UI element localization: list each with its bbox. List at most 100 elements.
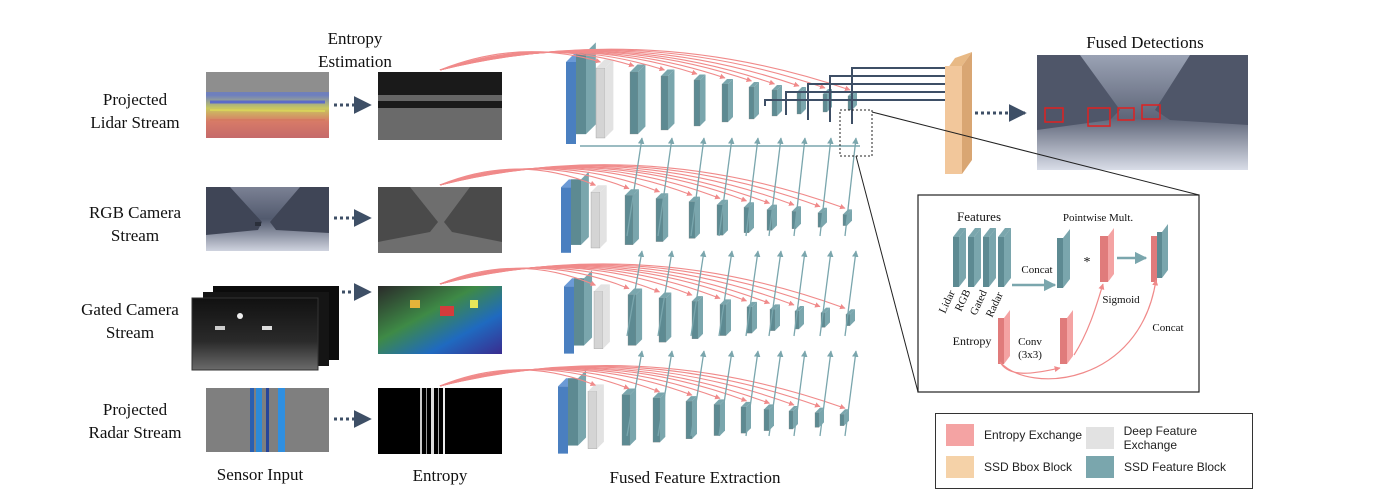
rgb-stream-label: RGB Camera Stream: [60, 201, 210, 247]
gated-stream-label: Gated Camera Stream: [55, 298, 205, 344]
entropy-arc-r2-10: [439, 263, 846, 310]
inset-pointwise-mult-label: Pointwise Mult.: [1063, 212, 1134, 224]
legend: Entropy Exchange Deep Feature Exchange S…: [935, 413, 1253, 489]
inset-sigmoid-label: Sigmoid: [1102, 294, 1140, 306]
entropy-estimation-label: Entropy Estimation: [295, 27, 415, 73]
deep-link-r1-5: [718, 250, 735, 337]
legend-label-ssd-bbox-block: SSD Bbox Block: [984, 460, 1073, 474]
sensor-input-label: Sensor Input: [216, 465, 304, 484]
feature-block-r3-0: [558, 370, 587, 454]
inset-concat2-label: Concat: [1152, 322, 1183, 334]
deep-link-r1-4: [690, 250, 707, 337]
gated-stream-label-line1: Gated Camera: [81, 300, 179, 319]
feature-block-r1-5: [716, 199, 728, 236]
inset-conv-label: Conv: [1018, 336, 1042, 348]
feature-block-r0-5: [721, 79, 733, 123]
stack-row-2: [564, 270, 855, 354]
feature-block-r0-4: [693, 74, 706, 127]
feature-block-r0-1: [595, 59, 614, 139]
legend-ssd-bbox-block: SSD Bbox Block: [946, 456, 1072, 478]
deep-link-r1-8: [793, 250, 808, 337]
feature-block-r3-2: [621, 388, 637, 446]
deep-link-r0-5: [718, 137, 735, 237]
legend-label-ssd-feature-block: SSD Feature Block: [1124, 460, 1227, 474]
legend-swatch-entropy-exchange: [946, 424, 974, 446]
feature-block-r1-3: [655, 193, 669, 242]
radar-stream-label-line1: Projected: [102, 400, 168, 419]
deep-link-r1-3: [657, 250, 675, 337]
inset-conv-kernel-label: (3x3): [1018, 349, 1042, 361]
deep-link-r0-4: [690, 137, 707, 237]
rgb-camera-input-image: [206, 187, 329, 251]
deep-link-r2-10: [844, 350, 859, 437]
deep-link-r0-10: [844, 137, 859, 237]
deep-link-r2-4: [690, 350, 707, 437]
legend-deep-feature-exchange: Deep Feature Exchange: [1086, 424, 1252, 452]
fused-feature-extraction-label: Fused Feature Extraction: [609, 468, 781, 487]
feature-block-r1-4: [688, 196, 700, 239]
feature-extraction-stacks: [558, 42, 857, 454]
deep-link-r2-2: [626, 350, 645, 437]
feature-block-r1-1: [590, 185, 607, 249]
lidar-stream-label: Projected Lidar Stream: [60, 88, 210, 134]
inset-output-block: [1151, 224, 1168, 282]
feature-block-r1-9: [817, 207, 827, 228]
lidar-stream-label-line1: Projected: [102, 90, 168, 109]
deep-link-r0-3: [657, 137, 675, 237]
feature-block-r1-2: [624, 189, 639, 245]
dashed-arrows-to-entropy: [334, 96, 372, 428]
deep-link-r1-7: [768, 250, 784, 337]
ssd-bbox-block: [945, 52, 972, 174]
feature-block-r1-6: [743, 202, 754, 233]
gated-camera-input-image: [191, 286, 339, 371]
skip-connections: [764, 67, 947, 124]
inset-mult-symbol: *: [1084, 255, 1091, 270]
entropy-arc-r1-10: [439, 164, 846, 210]
legend-label-entropy-exchange: Entropy Exchange: [984, 428, 1083, 442]
stack-row-1: [561, 171, 852, 253]
deep-link-r2-3: [657, 350, 675, 437]
zoom-region: [839, 109, 873, 157]
entropy-label: Entropy: [412, 466, 468, 485]
legend-swatch-deep-feature-exchange: [1086, 427, 1114, 449]
deep-link-r1-6: [745, 250, 761, 337]
lidar-stream-label-line2: Lidar Stream: [90, 113, 180, 132]
radar-entropy-image: [378, 388, 502, 454]
feature-block-r0-6: [748, 82, 759, 120]
rgb-entropy-image: [378, 187, 502, 253]
zoom-line-top: [871, 111, 1200, 196]
lidar-input-image: [206, 72, 329, 138]
feature-block-r2-3: [658, 292, 672, 343]
deep-link-r2-8: [793, 350, 808, 437]
rgb-stream-label-line2: Stream: [110, 226, 160, 245]
inset-feature-blocks: [953, 228, 1011, 287]
legend-entropy-exchange: Entropy Exchange: [946, 424, 1082, 446]
deep-link-r0-2: [626, 137, 645, 237]
deep-link-r0-7: [768, 137, 784, 237]
deep-link-r2-7: [768, 350, 784, 437]
legend-swatch-ssd-bbox-block: [946, 456, 974, 478]
legend-swatch-ssd-feature-block: [1086, 456, 1114, 478]
feature-block-r0-3: [660, 69, 675, 131]
rgb-stream-label-line1: RGB Camera: [88, 203, 182, 222]
feature-block-r2-4: [691, 296, 703, 340]
entropy-arc-r0-1: [439, 51, 602, 71]
inset-entropy-label: Entropy: [953, 334, 992, 348]
feature-block-r3-3: [652, 392, 666, 443]
radar-input-image: [206, 388, 329, 452]
feature-block-r0-0: [566, 42, 596, 144]
deep-feature-exchange-arrows: [580, 137, 860, 437]
radar-stream-label-line2: Radar Stream: [88, 423, 182, 442]
entropy-exchange-arrows: [439, 48, 851, 410]
zoom-line-bottom: [855, 155, 919, 393]
inset-concat-block: [1057, 229, 1070, 288]
fused-detections-label: Fused Detections: [1086, 33, 1204, 52]
feature-block-r2-5: [719, 299, 731, 336]
feature-block-r2-0: [564, 270, 593, 354]
deep-link-r2-9: [819, 350, 834, 437]
deep-link-r1-2: [626, 250, 645, 337]
deep-link-r2-6: [745, 350, 761, 437]
entropy-estimation-line1: Entropy: [327, 29, 383, 48]
fused-detections-image: [1037, 55, 1248, 170]
feature-block-r1-7: [766, 204, 777, 231]
